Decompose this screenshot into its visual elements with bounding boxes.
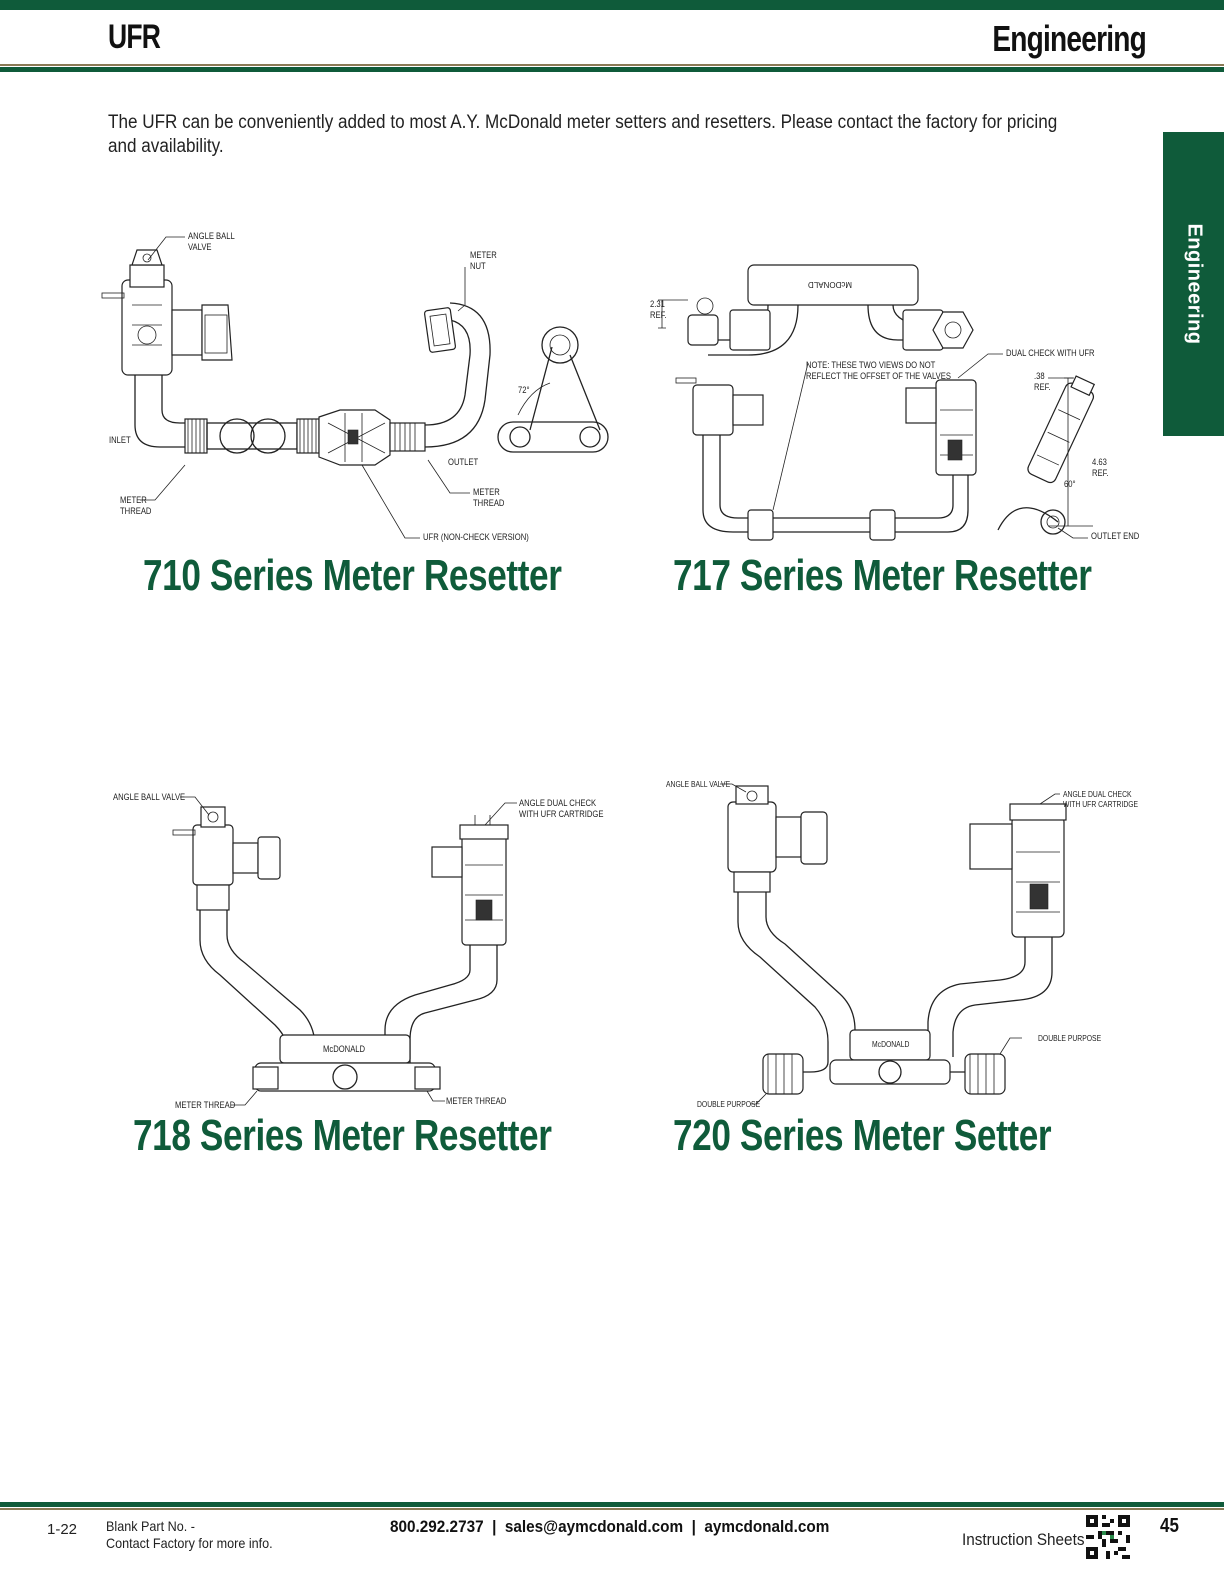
header-right-title: Engineering xyxy=(992,18,1146,59)
label-angle-ball-valve-720: ANGLE BALL VALVE xyxy=(666,780,731,789)
footer-section: Instruction Sheets xyxy=(962,1530,1085,1549)
footer-rule-thin xyxy=(0,1508,1224,1510)
footer-contact[interactable]: 800.292.2737 | sales@aymcdonald.com | ay… xyxy=(390,1517,830,1536)
header-top-bar xyxy=(0,0,1224,10)
figure-720: ANGLE BALL VALVE ANGLE DUAL CHECK WITH U… xyxy=(660,772,1150,1112)
label-inlet: INLET xyxy=(109,435,131,445)
label-meter-thread-right: METER THREAD xyxy=(473,487,505,508)
label-angle-dual-check-720: ANGLE DUAL CHECK WITH UFR CARTRIDGE xyxy=(1063,790,1139,809)
label-dim-463: 4.63 REF. xyxy=(1092,457,1109,478)
caption-720: 720 Series Meter Setter xyxy=(673,1111,1052,1160)
figure-717-drawing xyxy=(658,264,1096,541)
figure-720-drawing xyxy=(720,783,1067,1105)
label-ufr-non-check: UFR (NON-CHECK VERSION) xyxy=(423,532,529,542)
figure-717: McDONALD 2.31 REF. NOTE: THESE TWO VIEWS… xyxy=(648,260,1148,550)
caption-718: 718 Series Meter Resetter xyxy=(133,1111,552,1160)
label-meter-thread-left-718: METER THREAD xyxy=(175,1100,236,1110)
intro-paragraph: The UFR can be conveniently added to mos… xyxy=(108,112,1058,157)
caption-710: 710 Series Meter Resetter xyxy=(143,551,562,600)
header-left-title: UFR xyxy=(108,18,161,56)
label-dim-38: .38 REF. xyxy=(1034,371,1051,392)
caption-717: 717 Series Meter Resetter xyxy=(673,551,1092,600)
label-note-views: NOTE: THESE TWO VIEWS DO NOT REFLECT THE… xyxy=(806,360,951,381)
label-meter-thread-left: METER THREAD xyxy=(120,495,152,516)
side-tab-engineering[interactable]: Engineering xyxy=(1163,132,1224,436)
label-angle-60: 60° xyxy=(1064,479,1076,489)
footer-date-code: 1-22 xyxy=(47,1521,78,1538)
label-outlet-end: OUTLET END xyxy=(1091,531,1140,541)
footer-blank-part-line2: Contact Factory for more info. xyxy=(106,1535,273,1551)
header-rule-thin xyxy=(0,64,1224,66)
label-angle-ball-valve: ANGLE BALL VALVE xyxy=(188,231,235,252)
figure-710-drawing xyxy=(101,236,609,539)
label-double-purpose-right: DOUBLE PURPOSE xyxy=(1038,1034,1102,1043)
label-meter-nut: METER NUT xyxy=(470,250,497,271)
label-mcdonald-720: McDONALD xyxy=(872,1040,910,1049)
label-outlet: OUTLET xyxy=(448,457,479,467)
header-rule xyxy=(0,67,1224,72)
footer-page-number: 45 xyxy=(1160,1515,1179,1537)
label-mcdonald-717: McDONALD xyxy=(808,280,853,289)
footer-blank-part-line1: Blank Part No. - xyxy=(106,1518,195,1534)
label-dim-231: 2.31 REF. xyxy=(650,299,667,320)
label-double-purpose-left: DOUBLE PURPOSE xyxy=(697,1100,761,1109)
figure-718: ANGLE BALL VALVE ANGLE DUAL CHECK WITH U… xyxy=(105,785,615,1115)
label-meter-thread-right-718: METER THREAD xyxy=(446,1096,507,1106)
figure-710: ANGLE BALL VALVE METER NUT INLET OUTLET … xyxy=(100,225,620,550)
label-mcdonald-718: McDONALD xyxy=(323,1044,366,1054)
figure-718-drawing xyxy=(172,796,517,1106)
label-angle-ball-valve-718: ANGLE BALL VALVE xyxy=(113,792,186,802)
label-dual-check-ufr: DUAL CHECK WITH UFR xyxy=(1006,348,1095,358)
qr-code-icon[interactable] xyxy=(1086,1515,1130,1559)
footer-rule xyxy=(0,1502,1224,1507)
label-angle-72: 72° xyxy=(518,385,530,395)
side-tab-label: Engineering xyxy=(1183,223,1205,345)
label-angle-dual-check-718: ANGLE DUAL CHECK WITH UFR CARTRIDGE xyxy=(519,798,604,819)
